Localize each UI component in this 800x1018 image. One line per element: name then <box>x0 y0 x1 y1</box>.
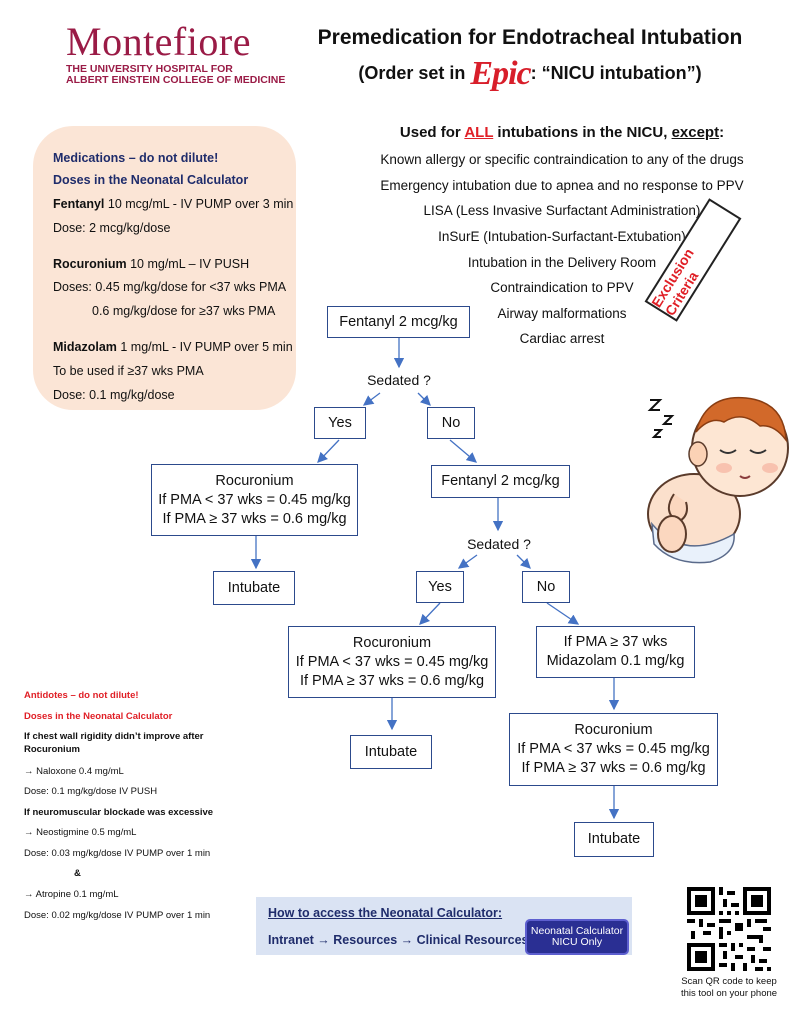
page-title: Premedication for Endotracheal Intubatio… <box>317 26 743 49</box>
rocuronium-box-2-line2: If PMA ≥ 37 wks = 0.6 mg/kg <box>299 672 485 689</box>
naloxone-dose: Dose: 0.1 mg/kg/dose IV PUSH <box>24 786 158 797</box>
exclusion-heading: Used for ALL intubations in the NICU, ex… <box>362 124 762 141</box>
neonatal-calculator-button-line2: NICU Only <box>551 936 603 948</box>
rocuronium-box-2: Rocuronium If PMA < 37 wks = 0.45 mg/kg … <box>288 626 496 698</box>
epic-logo: Epic <box>470 55 531 92</box>
logo-subtitle-line2: ALBERT EINSTEIN COLLEGE OF MEDICINE <box>66 74 286 86</box>
naloxone-line: → Naloxone 0.4 mg/mL <box>24 766 124 777</box>
exclusion-item: Intubation in the Delivery Room <box>467 255 657 270</box>
logo-subtitle: THE UNIVERSITY HOSPITAL FOR ALBERT EINST… <box>66 64 285 86</box>
exclusion-item: Airway malformations <box>497 306 627 321</box>
rocuronium-dose-1: Doses: 0.45 mg/kg/dose for <37 wks PMA <box>53 280 287 294</box>
intubate-box-2: Intubate <box>350 735 432 769</box>
antidote-case-1-line2: Rocuronium <box>24 744 80 755</box>
rocuronium-box-3-line1: If PMA < 37 wks = 0.45 mg/kg <box>517 741 710 757</box>
fentanyl-second-box: Fentanyl 2 mcg/kg <box>431 465 570 498</box>
midazolam-line: Midazolam 1 mg/mL - IV PUMP over 5 min <box>53 340 293 355</box>
no-second-box: No <box>522 571 570 603</box>
midazolam-box-line1: If PMA ≥ 37 wks <box>563 634 668 650</box>
midazolam-use: To be used if ≥37 wks PMA <box>53 364 204 378</box>
exclusion-item: LISA (Less Invasive Surfactant Administr… <box>423 203 701 218</box>
rocuronium-box-3-title: Rocuronium <box>574 722 653 738</box>
neonatal-calculator-button-line1: Neonatal Calculator <box>530 925 624 937</box>
qr-code-icon[interactable] <box>687 887 771 971</box>
yes-second-box: Yes <box>416 571 464 603</box>
intubate-label-1: Intubate <box>227 579 281 596</box>
yes-first-label: Yes <box>328 414 352 431</box>
qr-caption: Scan QR code to keep this tool on your p… <box>672 976 786 1000</box>
fentanyl-second-label: Fentanyl 2 mcg/kg <box>441 473 560 489</box>
intubate-box-1: Intubate <box>213 571 295 605</box>
exclusion-item: InSurE (Intubation-Surfactant-Extubation… <box>438 229 686 244</box>
medications-heading: Medications – do not dilute! <box>53 151 219 165</box>
qr-caption-line2: this tool on your phone <box>680 988 778 999</box>
rocuronium-box-3-line2: If PMA ≥ 37 wks = 0.6 mg/kg <box>521 760 706 776</box>
fentanyl-detail: 10 mcg/mL - IV PUMP over 3 min <box>104 197 294 211</box>
rocuronium-box-1: Rocuronium If PMA < 37 wks = 0.45 mg/kg … <box>151 464 358 536</box>
rocuronium-name: Rocuronium <box>53 257 127 271</box>
sleeping-baby-illustration <box>647 396 789 564</box>
fentanyl-first-box: Fentanyl 2 mcg/kg <box>327 306 470 338</box>
midazolam-name: Midazolam <box>53 340 117 354</box>
exclusion-heading-colon: : <box>719 124 725 141</box>
exclusion-heading-pre: Used for <box>399 124 465 141</box>
fentanyl-line: Fentanyl 10 mcg/mL - IV PUMP over 3 min <box>53 197 293 212</box>
yes-first-box: Yes <box>314 407 366 439</box>
no-second-label: No <box>536 578 556 595</box>
yes-second-label: Yes <box>428 578 452 595</box>
medications-subheading: Doses in the Neonatal Calculator <box>53 173 249 187</box>
antidotes-subheading: Doses in the Neonatal Calculator <box>24 711 173 722</box>
exclusion-heading-mid: intubations in the NICU, <box>493 124 672 141</box>
rocuronium-detail: 10 mg/mL – IV PUSH <box>126 257 250 271</box>
montefiore-logo: Montefiore <box>66 19 251 64</box>
subtitle-prefix: (Order set in <box>358 63 471 83</box>
fentanyl-first-label: Fentanyl 2 mcg/kg <box>339 313 458 330</box>
calculator-access-heading: How to access the Neonatal Calculator: <box>268 906 503 920</box>
no-first-label: No <box>441 414 461 431</box>
rocuronium-box-1-line2: If PMA ≥ 37 wks = 0.6 mg/kg <box>162 510 347 527</box>
exclusion-item: Cardiac arrest <box>519 331 605 346</box>
neostigmine-dose: Dose: 0.03 mg/kg/dose IV PUMP over 1 min <box>24 848 211 859</box>
neostigmine-line: → Neostigmine 0.5 mg/mL <box>24 827 137 838</box>
fentanyl-dose: Dose: 2 mcg/kg/dose <box>53 221 171 235</box>
antidotes-heading: Antidotes – do not dilute! <box>24 690 139 701</box>
atropine-dose: Dose: 0.02 mg/kg/dose IV PUMP over 1 min <box>24 910 211 921</box>
exclusion-heading-except: except <box>671 124 720 141</box>
qr-caption-line1: Scan QR code to keep <box>681 976 777 987</box>
rocuronium-box-2-title: Rocuronium <box>352 634 432 651</box>
sedated-second-label: Sedated ? <box>467 536 531 552</box>
rocuronium-dose-2: 0.6 mg/kg/dose for ≥37 wks PMA <box>92 304 276 318</box>
exclusion-heading-all: ALL <box>464 124 494 141</box>
antidote-case-2: If neuromuscular blockade was excessive <box>24 807 214 818</box>
sedated-first-label: Sedated ? <box>367 372 431 388</box>
midazolam-dose: Dose: 0.1 mg/kg/dose <box>53 388 175 402</box>
rocuronium-line: Rocuronium 10 mg/mL – IV PUSH <box>53 257 249 272</box>
midazolam-box-line2: Midazolam 0.1 mg/kg <box>546 653 685 669</box>
exclusion-item: Emergency intubation due to apnea and no… <box>380 178 744 193</box>
page-subtitle: (Order set in Epic: “NICU intubation”) <box>300 57 760 91</box>
fentanyl-name: Fentanyl <box>53 197 105 211</box>
midazolam-box: If PMA ≥ 37 wks Midazolam 0.1 mg/kg <box>536 626 695 678</box>
antidote-case-1-line1: If chest wall rigidity didn’t improve af… <box>24 731 204 742</box>
rocuronium-box-1-line1: If PMA < 37 wks = 0.45 mg/kg <box>158 491 351 508</box>
midazolam-detail: 1 mg/mL - IV PUMP over 5 min <box>116 340 293 354</box>
subtitle-suffix: : “NICU intubation”) <box>530 63 702 83</box>
exclusion-item: Known allergy or specific contraindicati… <box>380 152 744 167</box>
calculator-access-path: Intranet → Resources → Clinical Resource… <box>268 933 545 947</box>
intubate-label-2: Intubate <box>364 743 418 760</box>
no-first-box: No <box>427 407 475 439</box>
intubate-label-3: Intubate <box>587 831 641 847</box>
ampersand: & <box>74 868 81 879</box>
rocuronium-box-1-title: Rocuronium <box>215 472 294 489</box>
exclusion-item: Contraindication to PPV <box>490 280 634 295</box>
intubate-box-3: Intubate <box>574 822 654 857</box>
rocuronium-box-3: Rocuronium If PMA < 37 wks = 0.45 mg/kg … <box>509 713 718 786</box>
medications-panel <box>33 126 296 410</box>
logo-subtitle-line1: THE UNIVERSITY HOSPITAL FOR <box>66 63 233 75</box>
atropine-line: → Atropine 0.1 mg/mL <box>24 889 119 900</box>
rocuronium-box-2-line1: If PMA < 37 wks = 0.45 mg/kg <box>295 653 489 670</box>
neonatal-calculator-button[interactable]: Neonatal Calculator NICU Only <box>525 919 629 955</box>
